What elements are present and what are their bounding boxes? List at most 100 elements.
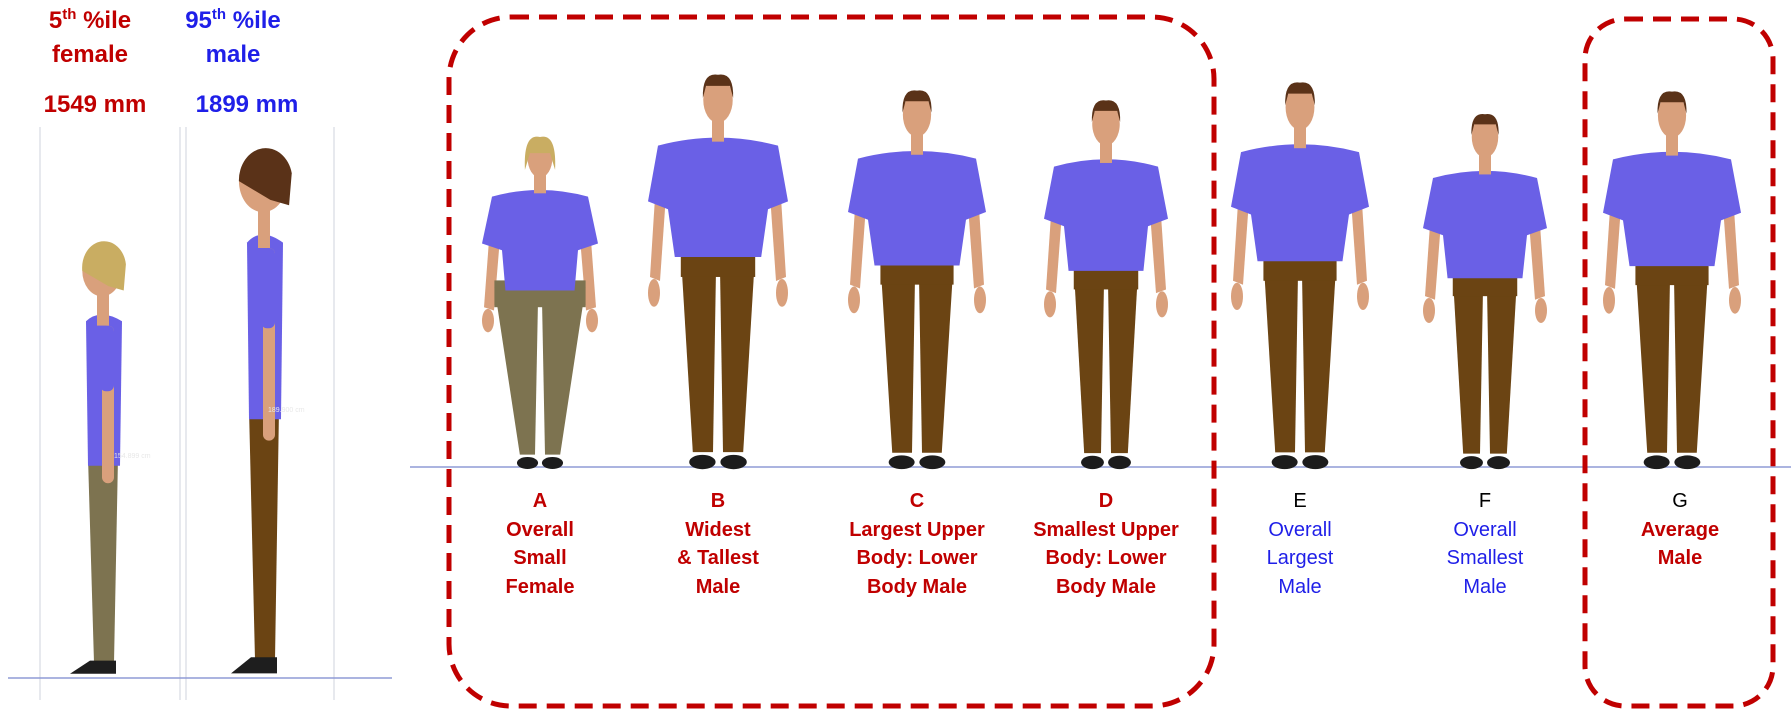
manikin-6 [1603,91,1741,469]
sleeve-side [261,248,275,328]
right-leg [542,287,586,455]
left-shoe [517,457,538,469]
figure-description-line: Small [445,544,635,573]
figure-label-f: FOverallSmallestMale [1390,487,1580,601]
right-leg [1302,257,1337,452]
right-shoe [720,455,746,469]
shoe-side [70,661,116,674]
figure-description-line: & Tallest [623,544,813,573]
figure-description-line: Body: Lower [1011,544,1201,573]
figure-letter: B [623,487,813,516]
figure-description-line: Largest [1205,544,1395,573]
left-shoe [889,455,915,469]
manikin-5 [1423,114,1547,469]
left-hand [1231,283,1243,310]
torso [482,190,598,291]
side-view-panel: 154.899 cm 189.900 cm [8,127,392,700]
torso [848,151,986,266]
figure-letter: A [445,487,635,516]
figure-description-line: Overall [445,516,635,545]
left-hand [648,279,660,307]
left-shoe [1081,456,1104,469]
figure-description-line: Largest Upper [822,516,1012,545]
right-leg [720,253,755,452]
manikin-2 [848,90,986,469]
right-leg [1487,275,1517,454]
left-leg [1453,275,1483,454]
sleeve-side [100,326,114,392]
figure-letter: E [1205,487,1395,516]
figure-letter: G [1585,487,1775,516]
figure-label-b: BWidest& TallestMale [623,487,813,601]
right-leg [1108,267,1138,453]
right-shoe [1302,455,1328,469]
figure-letter: F [1390,487,1580,516]
figure-description-line: Male [1390,573,1580,602]
figure-label-e: EOverallLargestMale [1205,487,1395,601]
figure-letter: C [822,487,1012,516]
left-leg [1635,262,1670,453]
torso [1231,144,1369,261]
figure-description-line: Overall [1390,516,1580,545]
right-hand [776,279,788,307]
right-shoe [542,457,563,469]
torso [1044,159,1168,271]
manikin-4 [1231,82,1369,469]
left-shoe [1644,455,1670,469]
figure-label-a: AOverallSmallFemale [445,487,635,601]
figure-description-line: Overall [1205,516,1395,545]
torso [648,138,788,257]
leg-side [88,457,118,663]
figure-description-line: Body Male [822,573,1012,602]
right-shoe [1674,455,1700,469]
left-hand [1044,291,1056,317]
left-hand [1423,298,1435,323]
left-leg [494,287,538,455]
figure-description-line: Smallest [1390,544,1580,573]
figure-description-line: Male [623,573,813,602]
right-shoe [1487,456,1510,469]
right-leg [919,262,954,453]
left-hand [1603,287,1615,314]
figure-description-line: Widest [623,516,813,545]
right-leg [1674,262,1709,453]
right-shoe [1108,456,1131,469]
torso [1603,152,1741,266]
figure-description-line: Female [445,573,635,602]
figure-letter: D [1011,487,1201,516]
left-leg [1263,257,1298,452]
manikin-1 [648,75,788,470]
figure-description-line: Average [1585,516,1775,545]
left-shoe [689,455,715,469]
figure-description-line: Body: Lower [822,544,1012,573]
right-hand [1357,283,1369,310]
figure-description-line: Male [1205,573,1395,602]
left-shoe [1272,455,1298,469]
right-hand [586,309,598,332]
left-leg [681,253,716,452]
shoe-side [231,657,277,673]
figure-description-line: Male [1585,544,1775,573]
male-measure-tag: 189.900 cm [268,407,305,414]
torso [1423,171,1547,278]
left-shoe [1460,456,1483,469]
right-hand [974,287,986,314]
left-hand [482,309,494,332]
figure-description-line: Body Male [1011,573,1201,602]
figure-label-c: CLargest UpperBody: LowerBody Male [822,487,1012,601]
figure-label-g: GAverageMale [1585,487,1775,573]
left-leg [880,262,915,453]
manikin-3 [1044,100,1168,469]
female-measure-tag: 154.899 cm [114,453,151,460]
leg-side [249,409,279,660]
manikin-0 [482,137,598,469]
right-hand [1156,291,1168,317]
right-shoe [919,455,945,469]
figure-label-d: DSmallest UpperBody: LowerBody Male [1011,487,1201,601]
right-hand [1729,287,1741,314]
figure-description-line: Smallest Upper [1011,516,1201,545]
left-hand [848,287,860,314]
right-hand [1535,298,1547,323]
left-leg [1074,267,1104,453]
